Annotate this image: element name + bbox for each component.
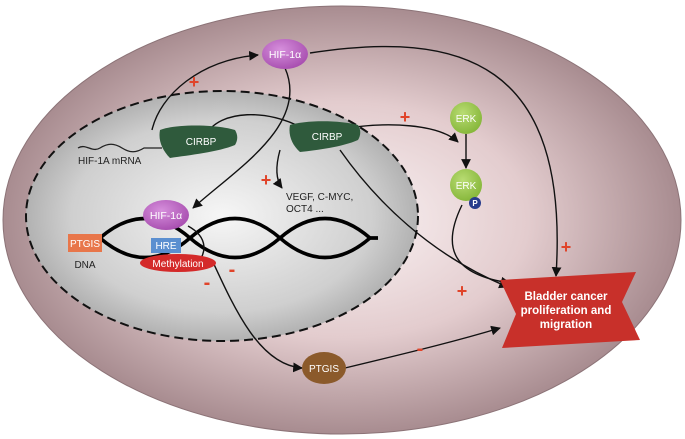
arrow-ptgis-cancer xyxy=(344,325,501,369)
cancer-label-line3: migration xyxy=(540,319,592,331)
sign-erk-cancer: + xyxy=(457,281,468,301)
arrow-translation xyxy=(151,50,259,131)
methylation-label: Methylation xyxy=(152,259,203,270)
arrow-cirbp-cancer xyxy=(339,149,509,289)
mrna-label: HIF-1A mRNA xyxy=(78,156,142,167)
sign-targets: + xyxy=(261,170,272,190)
cancer-banner xyxy=(500,272,640,348)
cancer-label-line1: Bladder cancer xyxy=(524,291,608,303)
hif1a-nuclear-node xyxy=(143,200,189,230)
sign-erk-activation: + xyxy=(400,107,411,127)
arrow-erk-cancer xyxy=(451,204,511,287)
cancer-label-line2: proliferation and xyxy=(521,305,612,317)
phosphate-node xyxy=(469,197,481,209)
erk-label: ERK xyxy=(456,114,477,125)
hre-box xyxy=(151,238,181,253)
arrow-hif-import xyxy=(192,67,291,209)
cirbp-cytoplasm-label: CIRBP xyxy=(312,132,343,143)
ptgis-protein-node xyxy=(302,352,346,384)
target-genes-line2: OCT4 ... xyxy=(286,204,324,215)
hif1a-cytoplasm-node xyxy=(262,39,308,69)
dna-label: DNA xyxy=(74,260,95,271)
cirbp-nuclear-node xyxy=(159,125,238,158)
phosphate-label: P xyxy=(472,199,478,208)
ptgis-protein-label: PTGIS xyxy=(309,364,339,375)
ptgis-gene-box xyxy=(68,234,102,252)
erk-phospho-node xyxy=(450,169,482,201)
arrow-targets xyxy=(272,149,283,189)
ptgis-gene-label: PTGIS xyxy=(70,239,100,250)
nucleus xyxy=(25,90,419,342)
target-genes-line1: VEGF, C-MYC, xyxy=(286,192,353,203)
cirbp-cytoplasm-node xyxy=(289,121,361,152)
cirbp-nuclear-label: CIRBP xyxy=(186,137,217,148)
sign-translation: + xyxy=(189,72,200,92)
sign-methyl-ptgis: - xyxy=(204,272,211,294)
erk-node xyxy=(450,102,482,134)
arrow-methyl-ptgis xyxy=(211,259,303,373)
methylation-node xyxy=(140,254,216,272)
sign-hif-methylation: - xyxy=(229,259,236,281)
hre-label: HRE xyxy=(155,241,176,252)
hif1a-nuclear-label: HIF-1α xyxy=(150,210,182,222)
arrow-hif-cancer xyxy=(309,45,562,277)
mrna-strand xyxy=(77,143,162,153)
sign-hif-cancer: + xyxy=(561,237,572,257)
hif1a-cytoplasm-label: HIF-1α xyxy=(269,49,301,61)
sign-ptgis-cancer: - xyxy=(417,338,424,360)
erk-phospho-label: ERK xyxy=(456,181,477,192)
